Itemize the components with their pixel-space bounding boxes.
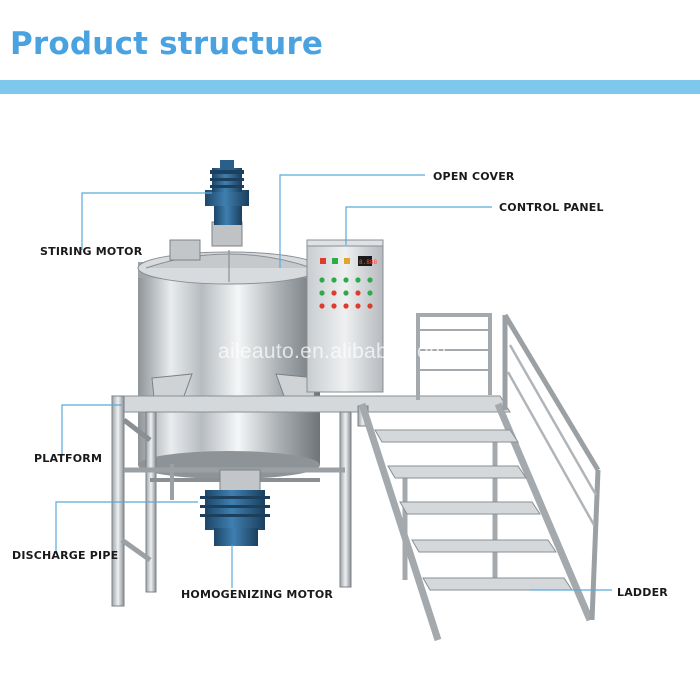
label-open-cover: OPEN COVER xyxy=(433,170,515,183)
page-title: Product structure xyxy=(10,26,324,62)
label-stiring-motor: STIRING MOTOR xyxy=(40,245,143,258)
leader-control-panel xyxy=(345,206,492,245)
watermark: aileauto.en.alibaba.com xyxy=(218,340,447,363)
ladder-stairs xyxy=(358,313,601,642)
control-panel-cabinet xyxy=(306,239,384,393)
leader-open-cover xyxy=(279,174,425,268)
stirring-motor xyxy=(205,160,249,247)
guard-rail xyxy=(416,313,492,400)
label-control-panel: CONTROL PANEL xyxy=(499,201,604,214)
homogenizing-motor xyxy=(170,464,270,546)
label-ladder: LADDER xyxy=(617,586,668,599)
label-discharge-pipe: DISCHARGE PIPE xyxy=(12,549,119,562)
leader-discharge-pipe xyxy=(55,501,198,552)
leader-stiring-motor xyxy=(81,192,212,250)
leader-lines xyxy=(55,174,612,591)
platform-frame xyxy=(111,395,511,607)
panel-display-text: 8.888 xyxy=(359,259,377,266)
label-homogenizing-motor: HOMOGENIZING MOTOR xyxy=(181,588,334,601)
leader-platform xyxy=(61,404,122,456)
label-platform: PLATFORM xyxy=(34,452,103,465)
header-bar xyxy=(0,80,700,94)
mixing-tank xyxy=(137,239,321,479)
